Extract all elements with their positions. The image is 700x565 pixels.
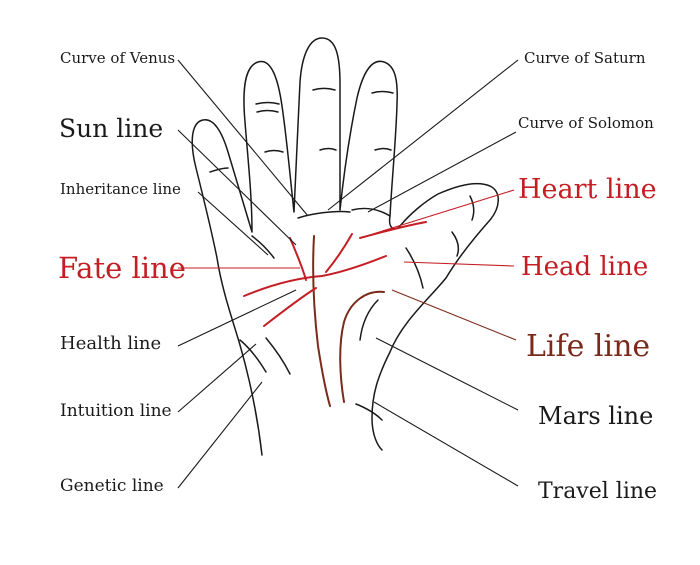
palm-fold — [351, 207, 391, 217]
palm-fold — [251, 235, 275, 259]
leader-curve-of-solomon — [367, 131, 517, 213]
label-fate-line: Fate line — [58, 251, 186, 285]
leader-sun-line — [177, 129, 297, 246]
leader-health-line — [177, 289, 297, 347]
label-mars-line: Mars line — [538, 402, 654, 430]
sun-line-mark — [289, 237, 307, 281]
label-curve-of-saturn: Curve of Saturn — [524, 49, 646, 67]
leader-head-line — [403, 261, 515, 267]
life-line-mark — [339, 290, 385, 403]
finger-crease — [371, 90, 394, 94]
inner-line-mark — [325, 233, 353, 273]
leader-travel-line — [373, 401, 519, 487]
label-intuition-line: Intuition line — [60, 401, 172, 421]
leader-mars-line — [375, 337, 519, 411]
label-curve-of-solomon: Curve of Solomon — [518, 114, 654, 132]
hand-outline — [191, 37, 499, 456]
palm-fold — [355, 403, 383, 421]
label-travel-line: Travel line — [538, 479, 658, 504]
palm-fold — [405, 247, 424, 289]
leader-inheritance-line — [197, 191, 269, 256]
finger-crease — [312, 87, 336, 91]
finger-crease — [255, 101, 280, 105]
leader-genetic-line — [177, 381, 263, 489]
finger-crease — [319, 147, 337, 151]
leader-curve-of-saturn — [327, 59, 519, 211]
palm-fold — [239, 339, 267, 373]
label-life-line: Life line — [526, 329, 651, 364]
palm-fold — [359, 299, 379, 341]
health-line-mark — [263, 287, 317, 327]
palm-fold — [265, 337, 291, 375]
label-inheritance-line: Inheritance line — [60, 180, 181, 198]
leader-life-line — [391, 289, 517, 341]
leader-heart-line — [359, 189, 515, 239]
finger-crease — [264, 149, 284, 153]
finger-crease — [374, 147, 392, 151]
finger-crease — [469, 195, 475, 221]
label-head-line: Head line — [521, 252, 649, 282]
heart-line-mark — [359, 221, 427, 239]
label-heart-line: Heart line — [518, 174, 657, 205]
head-line-mark — [243, 255, 387, 297]
fate-line-mark — [312, 235, 331, 407]
label-genetic-line: Genetic line — [60, 476, 164, 496]
leader-curve-of-venus — [177, 59, 309, 217]
leader-intuition-line — [177, 343, 257, 413]
label-health-line: Health line — [60, 333, 162, 354]
label-curve-of-venus: Curve of Venus — [60, 49, 176, 67]
finger-crease — [256, 109, 279, 113]
palm-fold — [297, 210, 351, 219]
label-sun-line: Sun line — [59, 114, 164, 143]
finger-crease — [451, 231, 460, 257]
